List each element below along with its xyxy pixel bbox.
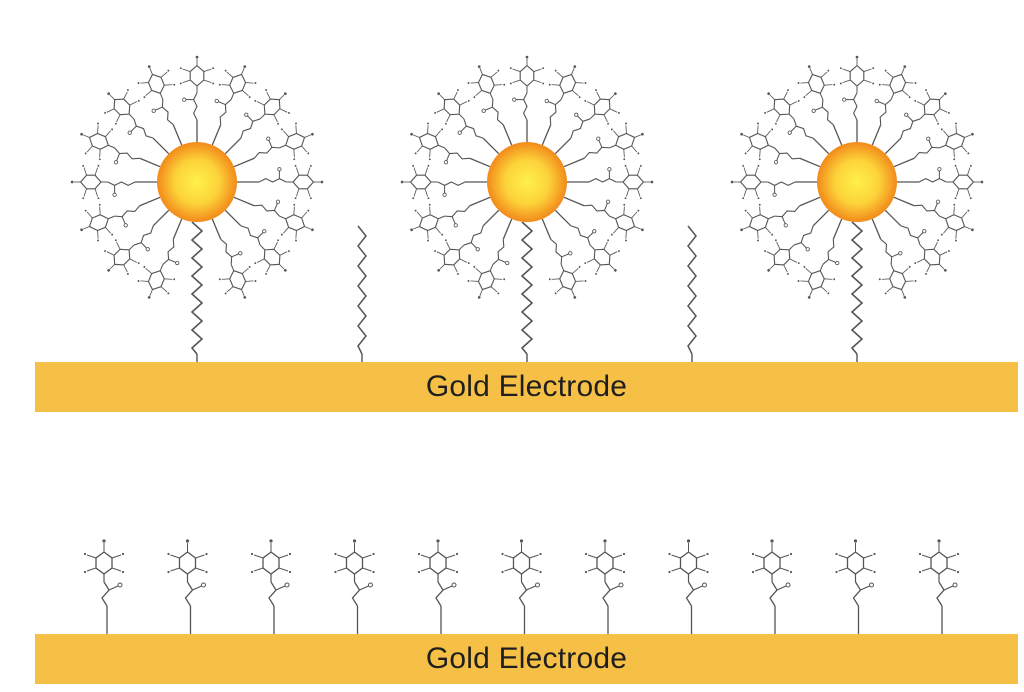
nanoparticle-assembly [70,55,324,362]
gold-nanoparticle [817,142,897,222]
gold-nanoparticle [487,142,567,222]
surface-molecule [166,538,209,635]
tether-chain [190,221,204,355]
tether-chain [520,221,534,355]
surface-molecule [500,538,543,635]
bottom-gold-electrode: Gold Electrode [35,634,1018,684]
ligand [400,164,466,200]
ligand [204,232,262,306]
ligand [73,117,147,175]
bottom-electrode-label: Gold Electrode [425,642,628,675]
surface-molecule [333,538,376,635]
ligand [462,58,520,132]
surface-molecule [250,538,292,635]
ligand [204,58,262,132]
surface-molecule [834,538,877,635]
ligand [839,55,875,121]
nanoparticle-assembly [730,55,984,362]
ligand [733,189,807,247]
top-electrode-label: Gold Electrode [425,370,628,403]
ligand [247,117,321,175]
ligand [907,189,981,247]
ligand [247,189,321,247]
bottom-molecule-layer [83,538,960,635]
surface-molecule [667,538,710,635]
ligand [70,164,136,200]
ligand [588,164,654,200]
gold-nanoparticle [157,142,237,222]
ligand [132,58,190,132]
ligand [792,232,850,306]
surface-molecule [417,538,459,635]
surface-molecule [584,538,626,635]
surface-molecule [83,538,125,635]
ligand [534,232,592,306]
ligand [792,58,850,132]
ligand [73,189,147,247]
ligand [864,58,922,132]
spacer-chain [357,225,367,355]
ligand [462,232,520,306]
nanoparticle-assembly [400,55,654,362]
ligand [730,164,796,200]
ligand [577,189,651,247]
ligand [534,58,592,132]
surface-molecule [751,538,793,635]
ligand [577,117,651,175]
ligand [733,117,807,175]
surface-molecule [918,538,960,635]
top-gold-electrode: Gold Electrode [35,362,1018,412]
ligand [907,117,981,175]
ligand [403,189,477,247]
top-nanoparticle-layer [70,55,984,362]
spacer-chain [687,225,697,355]
ligand [132,232,190,306]
ligand [258,164,324,200]
tether-chain [850,221,864,355]
ligand [864,232,922,306]
ligand [918,164,984,200]
ligand [403,117,477,175]
ligand [179,55,215,121]
ligand [509,55,545,121]
